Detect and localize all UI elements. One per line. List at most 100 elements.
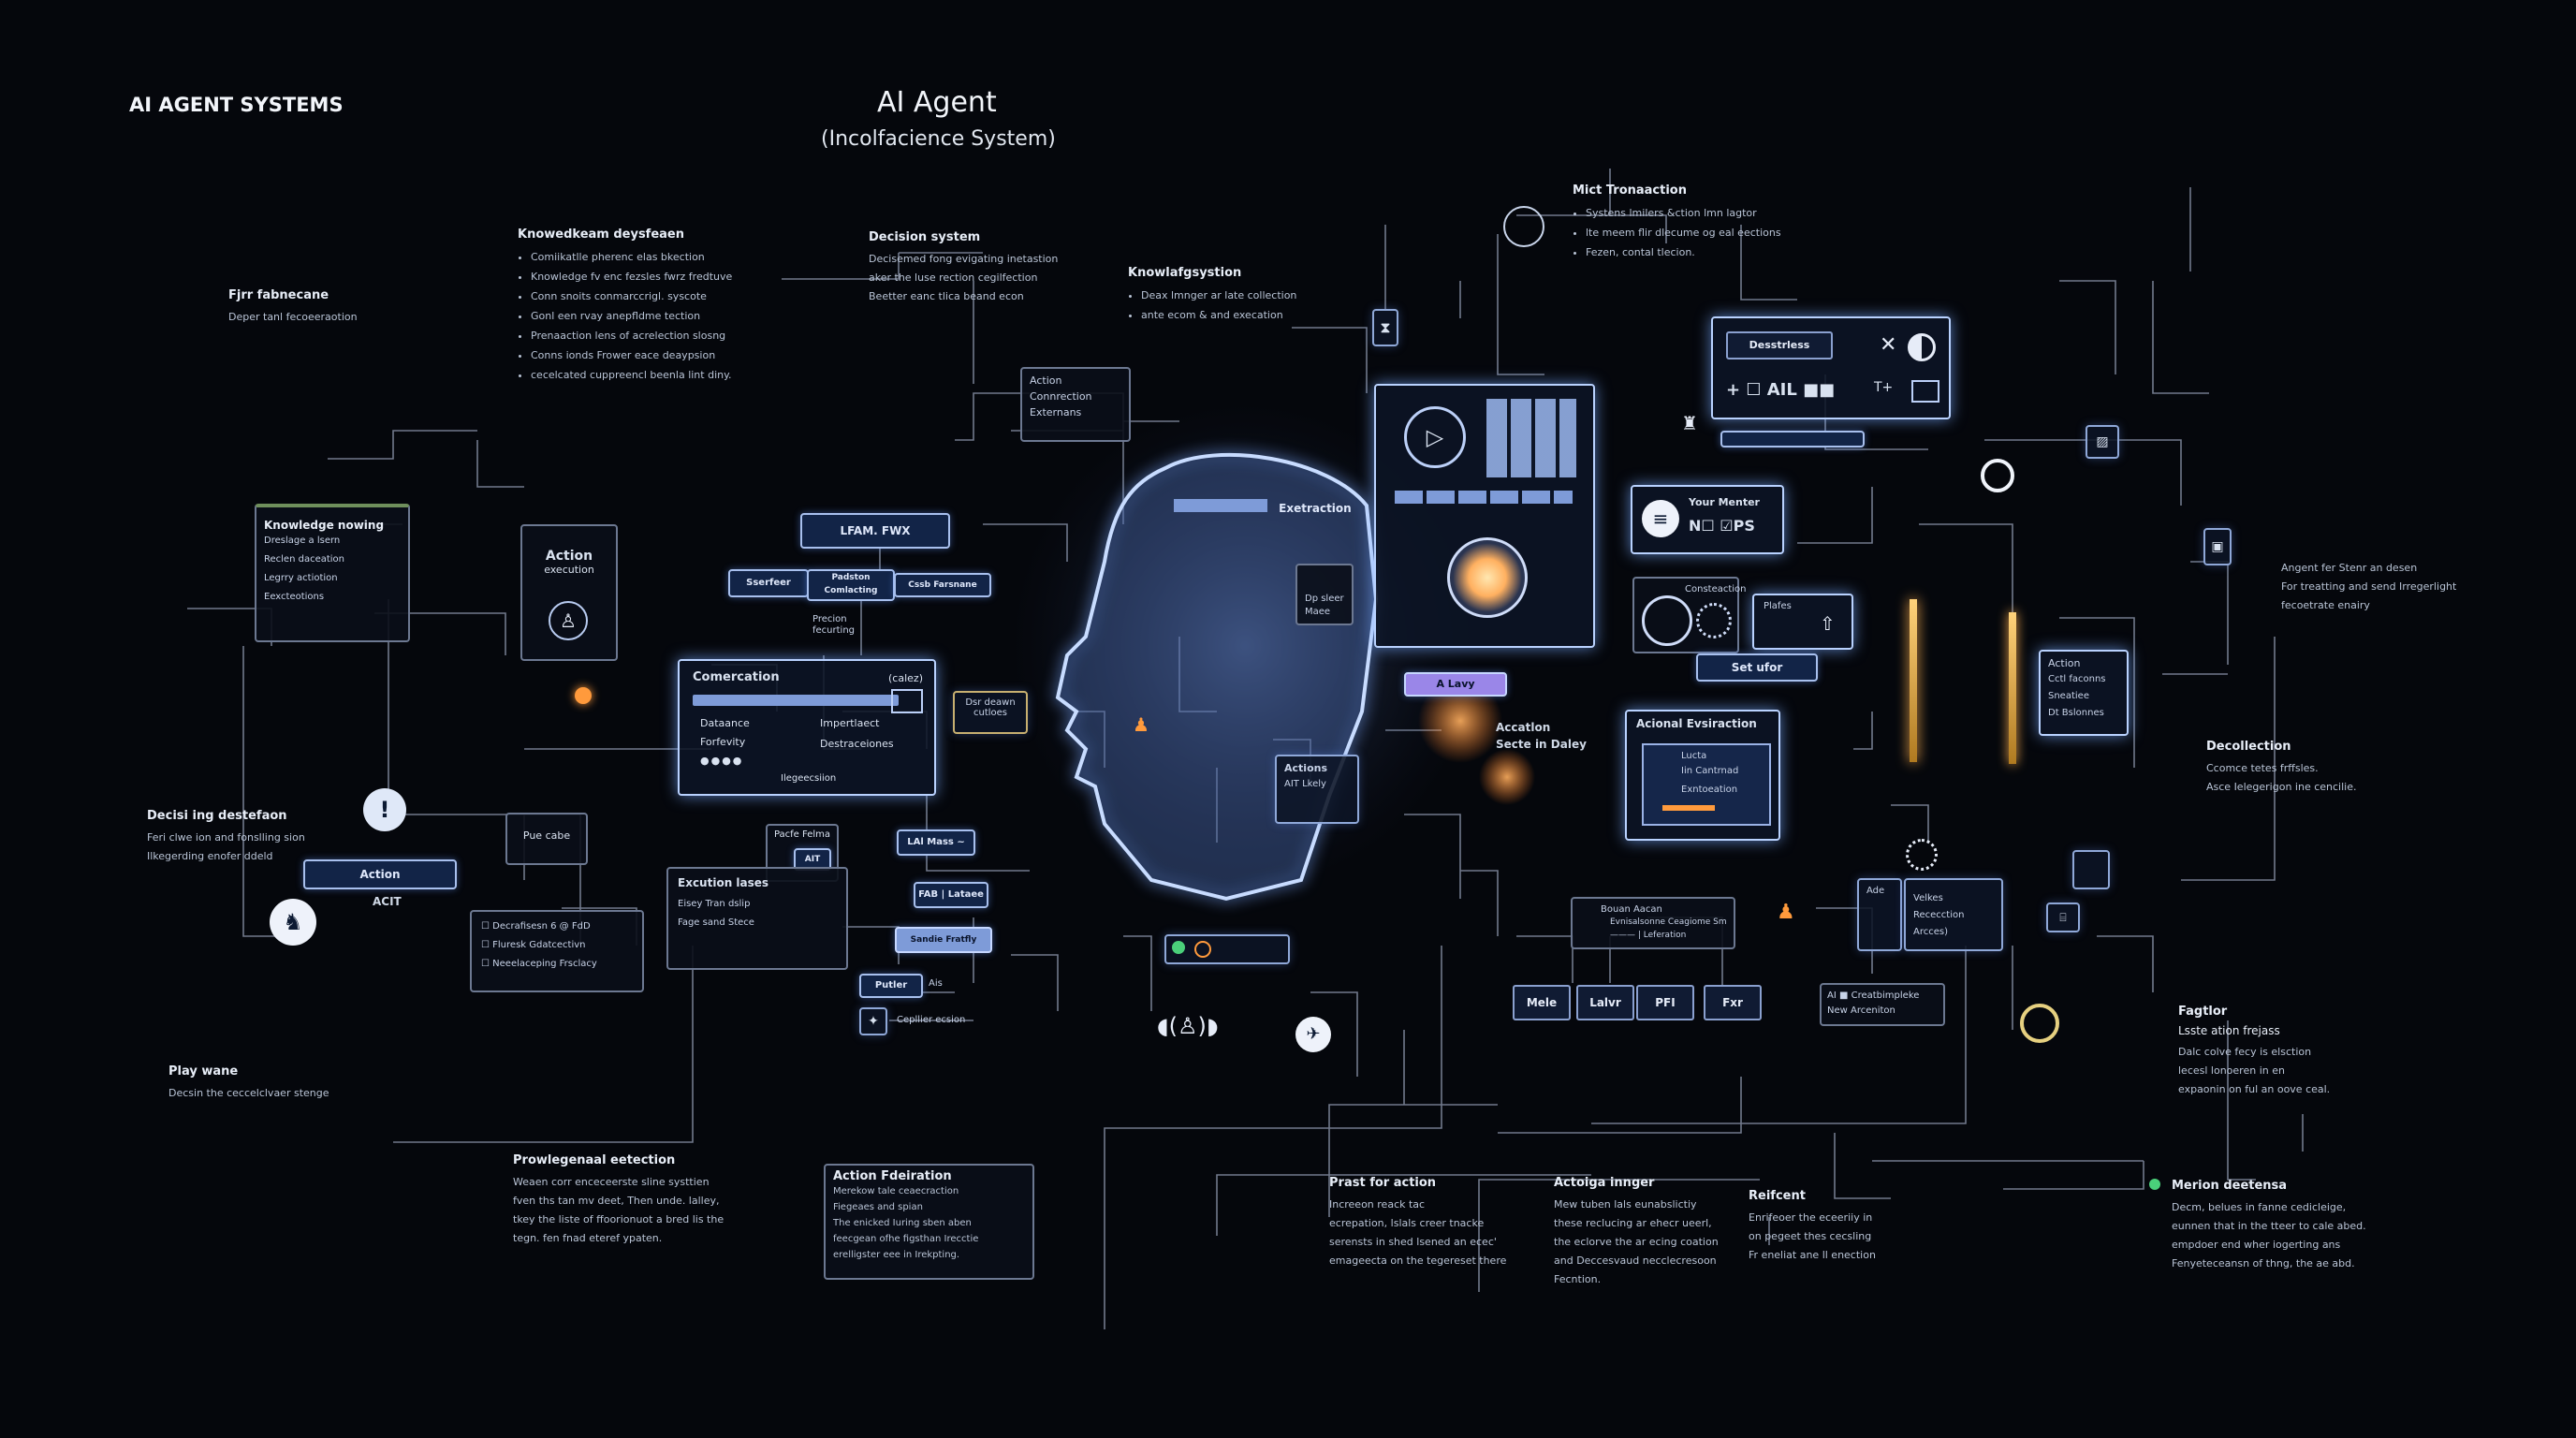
provlegensal-line: Weaen corr enceceerste sline systtien [513,1176,710,1188]
desstrless-button[interactable]: Desstrless [1726,331,1833,360]
list-item: ante ecom & and execation [1141,305,1296,325]
lock-icon[interactable]: ▣ [2203,528,2232,565]
velkes-line: Arcces) [1913,927,1948,937]
decrafiseen-item: Decrafisesn 6 @ FdD [492,921,591,932]
small-pill-3[interactable]: Cssb Farsnane [894,573,991,597]
plates-box[interactable]: Plafes ⇧ [1752,594,1853,650]
bouan-box[interactable]: Bouan Aacan Evnisalsonne Ceagiome Sm ———… [1571,897,1735,949]
action-fdeiration-line: erelligster eee in Irekpting. [833,1250,960,1260]
comerction-right-item: Destraceiones [820,738,894,750]
square-icon[interactable]: ▨ [2086,425,2119,459]
bouan-line: ——— | Leferation [1610,931,1687,940]
small-pill-1[interactable]: Sserfeer [728,569,809,597]
comerction-left-item: Dataance [700,717,750,729]
dedawn-box[interactable]: Dsr deawn cutloes [953,691,1028,734]
pointer-icon: ♙ [549,601,588,640]
putler-pill[interactable]: Putler [859,974,923,998]
your-mentor-box[interactable]: ≡ Your Menter N☐ ☑PS [1631,485,1784,554]
agent-right-heading: Angent fer Stenr an desen [2281,562,2418,574]
nav-icon[interactable]: ✈ [1295,1017,1331,1052]
fagtor-sub: Lsste ation frejass [2178,1024,2280,1037]
dedawn-line: cutloes [973,708,1007,718]
velkes-box[interactable]: Velkes Rececction Arcces) [1904,878,2003,951]
bottom-button-fxr[interactable]: Fxr [1704,985,1762,1020]
knowledge-nowing-heading: Knowledge nowing [264,519,385,532]
small-pill-2[interactable]: Padston Comlacting [807,569,895,601]
constection-box[interactable]: Consteaction [1632,577,1747,653]
accatlon-label: Accatlon [1496,721,1551,734]
chat-icon[interactable]: ⌸ [2046,902,2080,932]
monitor-panel[interactable]: ▷ [1374,384,1595,648]
ade-box[interactable]: Ade [1857,878,1902,951]
velkes-line: Rececction [1913,910,1965,920]
alert-icon[interactable]: ! [363,788,406,831]
acional-box[interactable]: Acional Evsiraction Lucta Iin Cantrnad E… [1625,710,1780,841]
actions-mid-box[interactable]: Actions AIT Lkely [1275,755,1359,824]
decisiong-block: Decisi ing destefaon Feri clwe ion and f… [147,809,305,866]
pacfe-label: Pacfe Felma [773,829,831,840]
slider-pill[interactable] [1720,431,1865,448]
dp-sleer-box[interactable]: Dp sleer Maee [1295,564,1354,625]
pue-cabe-box[interactable]: Pue cabe [505,813,588,865]
acional-line: Iin Cantrnad [1681,766,1739,776]
ring-icon[interactable] [1981,459,2014,492]
execution-lases-box: Excution lases Eisey Tran dslip Fage san… [666,867,848,970]
yellow-ring-icon[interactable] [2020,1004,2059,1043]
target-icon[interactable] [1503,206,1544,247]
play-icon[interactable]: ▷ [1404,406,1466,468]
actoiga-line: Mew tuben lals eunabslictiy [1554,1198,1697,1211]
lfam-pill[interactable]: LFAM. FWX [800,513,950,549]
bottom-button-lalvr[interactable]: Lalvr [1576,985,1634,1020]
comerction-box[interactable]: Comercation (calez) Dataance Forfevity ●… [678,659,936,796]
fjrr-heading: Fjrr fabnecane [228,288,329,302]
action-button[interactable]: Action [303,859,457,889]
hourglass-icon[interactable]: ⧗ [1372,309,1398,346]
action-right-box[interactable]: Action Cctl faconns Sneatiee Dt Bslonnes [2039,650,2129,736]
page-title: AI Agent [877,86,997,119]
dedawn-line: Dsr deawn [965,697,1016,708]
decisiong-heading: Decisi ing destefaon [147,809,287,823]
fjrr-line: Deper tanl fecoeeraotion [228,311,358,323]
device-icon[interactable] [1164,934,1290,964]
user-icon[interactable]: ♞ [270,899,316,946]
action-connection-box[interactable]: Action Connrection Externans [1020,367,1131,442]
comerction-left-item: Forfevity [700,736,746,748]
comerction-right-item: Impertlaect [820,717,880,729]
ail-label: + ☐ AIL ■■ [1726,380,1836,400]
list-item: cecelcated cuppreencl beenla lint diny. [531,365,732,385]
ai-box[interactable]: AI ■ Creatbimpleke New Arceniton [1820,983,1945,1026]
a-lavy-pill[interactable]: A Lavy [1404,672,1507,697]
action-execution-box[interactable]: Action execution ♙ [520,524,618,661]
bottom-button-pfi[interactable]: PFI [1636,985,1694,1020]
your-mentor-heading: Your Menter [1689,496,1760,508]
exetraction-pill[interactable]: Exetraction [1164,494,1361,517]
merion-line: empdoer end wher iogerting ans [2172,1239,2341,1251]
lal-mass-pill[interactable]: LAl Mass ~ [897,829,975,856]
dp-sleer-line: Dp sleer [1305,594,1344,604]
window-icon[interactable] [2072,850,2110,889]
close-icon[interactable]: ✕ [1880,333,1897,357]
agent-right-line: fecoetrate enairy [2281,599,2370,611]
bottom-button-mele[interactable]: Mele [1513,985,1571,1020]
half-circle-icon[interactable] [1908,333,1936,361]
gear-icon[interactable] [1906,839,1938,871]
set-ufor-button[interactable]: Set ufor [1696,653,1818,682]
desstrless-panel[interactable]: Desstrless ✕ + ☐ AIL ■■ T+ [1711,316,1951,419]
decision-top-line: Beetter eanc tlica beand econ [869,290,1024,302]
actoiga-line: the eclorve the ar ecing coation [1554,1236,1719,1248]
twitter-icon[interactable]: ✦ [859,1007,887,1035]
comerction-tag: (calez) [888,672,923,684]
reifent-block: Reifcent Enrifeoer the eceeriiy in on pe… [1749,1189,1876,1265]
acional-line: Lucta [1681,751,1707,761]
execution-lases-item: Fage sand Stece [678,917,754,928]
pue-cabe-label: Pue cabe [522,829,571,842]
decrafiseen-item: Fluresk Gdatcectivn [492,940,586,950]
accatlon-sub: Secte in Daley [1496,738,1587,751]
fab-lataee-pill[interactable]: FAB | Lataee [914,882,988,908]
knowledge-nowing-line: Dreslage a lsern [264,536,341,546]
menu-icon[interactable]: ≡ [1642,500,1679,537]
action-execution-heading: Action [545,549,593,564]
sandie-pill[interactable]: Sandie Fratfly [895,927,992,953]
decollection-line: Ccomce tetes frffsles. [2206,762,2319,774]
provlegensal-line: tkey the liste of ffoorionuot a bred lis… [513,1213,724,1225]
